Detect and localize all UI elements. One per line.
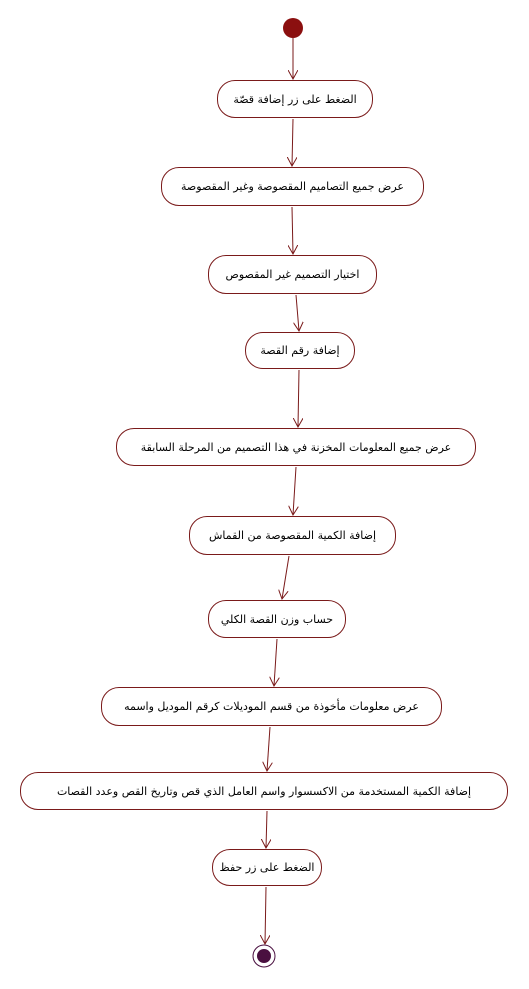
activity-add-cut-number: إضافة رقم القصة <box>245 332 355 369</box>
activity-click-save: الضغط على زر حفظ <box>212 849 322 886</box>
flow-arrow <box>266 810 267 848</box>
flow-arrow <box>292 206 293 254</box>
flow-arrow <box>298 369 299 427</box>
activity-show-model-info: عرض معلومات مأخوذة من قسم الموديلات كرقم… <box>101 687 442 726</box>
flow-arrow <box>292 118 293 166</box>
activity-add-fabric-quantity: إضافة الكمية المقصوصة من القماش <box>189 516 396 555</box>
flow-arrow <box>274 638 277 686</box>
activity-choose-uncut-design: اختيار التصميم غير المقصوص <box>208 255 377 294</box>
flow-arrow <box>267 726 270 771</box>
flow-arrow <box>282 555 290 599</box>
activity-add-accessory-details: إضافة الكمية المستخدمة من الاكسسوار واسم… <box>20 772 508 810</box>
flow-arrow <box>293 466 296 515</box>
start-node <box>283 18 303 38</box>
end-node-core <box>257 949 271 963</box>
flow-arrow <box>296 294 299 331</box>
activity-calc-total-weight: حساب وزن القصة الكلي <box>208 600 346 638</box>
activity-click-add-cut: الضغط على زر إضافة قصّة <box>217 80 373 118</box>
flow-arrow <box>265 886 266 944</box>
activity-show-all-designs: عرض جميع التصاميم المقصوصة وغير المقصوصة <box>161 167 424 206</box>
activity-show-stored-info: عرض جميع المعلومات المخزنة في هذا التصمي… <box>116 428 476 466</box>
